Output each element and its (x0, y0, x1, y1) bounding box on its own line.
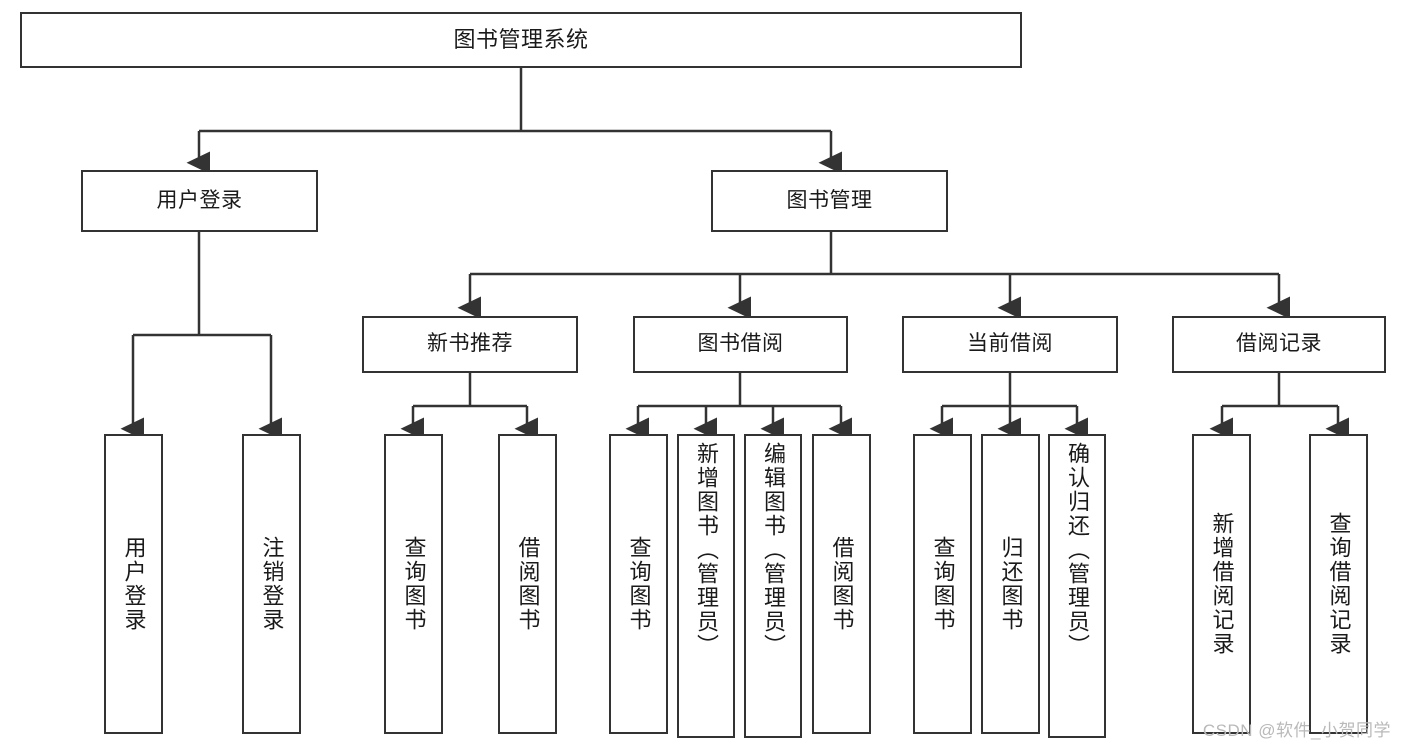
leaf-current-borrow-query-book[interactable]: 查询图书 (913, 434, 972, 734)
leaf-borrow-record-query-record[interactable]: 查询借阅记录 (1309, 434, 1368, 734)
node-borrow-record[interactable]: 借阅记录 (1172, 316, 1386, 373)
leaf-borrow-record-add-record[interactable]: 新增借阅记录 (1192, 434, 1251, 734)
node-new-book-recommend[interactable]: 新书推荐 (362, 316, 578, 373)
node-root-book-management-system[interactable]: 图书管理系统 (20, 12, 1022, 68)
node-label: 查询图书 (626, 536, 652, 632)
node-book-management[interactable]: 图书管理 (711, 170, 948, 232)
node-label: 新增借阅记录 (1209, 512, 1235, 656)
node-current-borrow[interactable]: 当前借阅 (902, 316, 1118, 373)
node-book-borrow[interactable]: 图书借阅 (633, 316, 848, 373)
leaf-book-borrow-edit-book-admin[interactable]: 编辑图书（管理员） (744, 434, 802, 738)
node-label: 确认归还（管理员） (1065, 442, 1090, 658)
leaf-user-login-logout[interactable]: 注销登录 (242, 434, 301, 734)
node-label: 图书管理 (786, 188, 873, 212)
leaf-book-borrow-query-book[interactable]: 查询图书 (609, 434, 668, 734)
node-label: 编辑图书（管理员） (761, 442, 786, 658)
node-label: 新书推荐 (427, 332, 513, 356)
leaf-user-login-login[interactable]: 用户登录 (104, 434, 163, 734)
node-label: 查询图书 (401, 536, 427, 632)
node-label: 当前借阅 (967, 332, 1053, 356)
node-label: 查询图书 (930, 536, 956, 632)
node-label: 图书管理系统 (453, 27, 589, 53)
leaf-current-borrow-confirm-return-admin[interactable]: 确认归还（管理员） (1048, 434, 1106, 738)
node-label: 注销登录 (259, 536, 285, 632)
node-label: 用户登录 (156, 188, 243, 212)
node-label: 借阅图书 (829, 536, 855, 632)
node-label: 归还图书 (998, 536, 1024, 632)
node-label: 用户登录 (121, 536, 147, 632)
leaf-new-book-borrow-book[interactable]: 借阅图书 (498, 434, 557, 734)
node-label: 新增图书（管理员） (694, 442, 719, 658)
leaf-current-borrow-return-book[interactable]: 归还图书 (981, 434, 1040, 734)
node-user-login[interactable]: 用户登录 (81, 170, 318, 232)
leaf-book-borrow-borrow-book[interactable]: 借阅图书 (812, 434, 871, 734)
leaf-book-borrow-add-book-admin[interactable]: 新增图书（管理员） (677, 434, 735, 738)
node-label: 借阅图书 (515, 536, 541, 632)
node-label: 借阅记录 (1236, 332, 1322, 356)
node-label: 查询借阅记录 (1326, 512, 1352, 656)
node-label: 图书借阅 (697, 332, 784, 356)
leaf-new-book-query-book[interactable]: 查询图书 (384, 434, 443, 734)
csdn-watermark: CSDN @软件_小贺同学 (1202, 721, 1391, 740)
